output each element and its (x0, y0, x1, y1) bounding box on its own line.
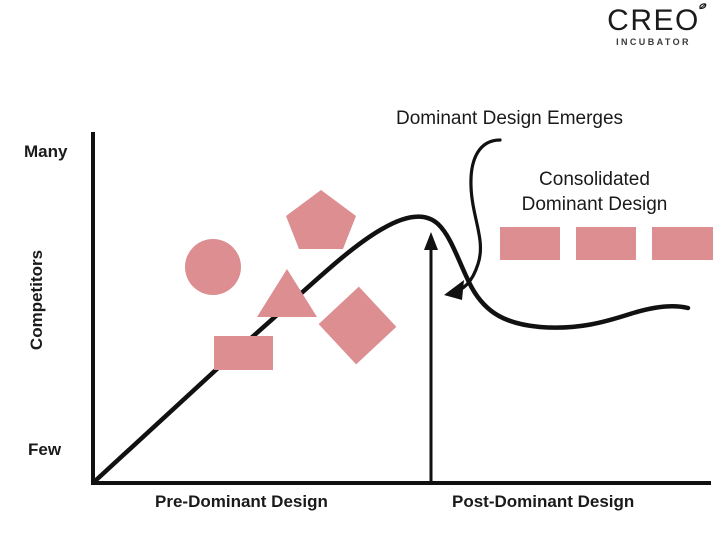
x-axis-category-pre-dominant: Pre-Dominant Design (155, 492, 328, 511)
logo-wordmark: CREO (607, 4, 700, 37)
leaf-icon (699, 3, 707, 10)
competing-design-pentagon (286, 190, 356, 249)
logo-tagline: INCUBATOR (616, 37, 691, 47)
dominant-design-rectangle-1 (500, 227, 560, 260)
annotation-consolidated-dominant-design: Consolidated Dominant Design (497, 167, 692, 218)
creo-incubator-logo: CREO INCUBATOR (601, 3, 707, 47)
competing-design-triangle (257, 269, 317, 317)
y-axis-bottom-label: Few (28, 440, 62, 459)
annotation-arrow-curve (450, 138, 502, 295)
competitor-curve (91, 214, 691, 485)
x-axis-category-post-dominant: Post-Dominant Design (452, 492, 635, 511)
annotation-consolidated-line-2: Dominant Design (521, 194, 668, 216)
dominant-design-rectangle-3 (652, 227, 713, 260)
competing-design-rectangle (214, 336, 273, 370)
competing-design-diamond (318, 286, 397, 365)
annotation-dominant-design-emerges: Dominant Design Emerges (396, 108, 624, 129)
dominant-design-rectangle-2 (576, 227, 636, 260)
annotation-arrow-head (444, 280, 464, 300)
annotation-consolidated-line-1: Consolidated (539, 169, 650, 190)
y-axis-top-label: Many (24, 142, 68, 161)
competing-design-circle (185, 239, 241, 295)
y-axis-title: Competitors (27, 249, 46, 351)
transition-arrow-head (424, 232, 438, 250)
